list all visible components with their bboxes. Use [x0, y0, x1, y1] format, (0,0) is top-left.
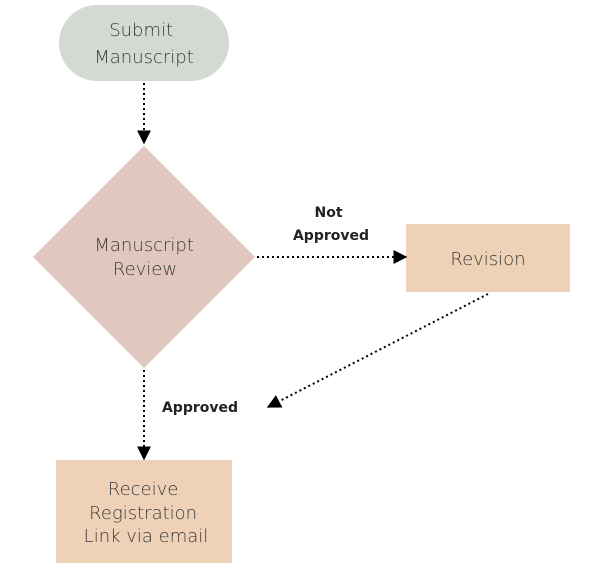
node-revision: Revision — [406, 224, 570, 292]
edge-label-not-approved: Not Approved — [293, 205, 369, 244]
submit-manuscript-line-1: Submit — [109, 20, 173, 41]
svg-text:Manuscript Review: Manuscript Review — [94, 235, 199, 280]
svg-text:Submit Manuscript: Submit Manuscript — [94, 20, 194, 68]
node-manuscript-review: Manuscript Review — [33, 146, 255, 368]
svg-text:Receive Registration: Receive Registration Link via email — [84, 479, 209, 547]
receive-registration-line-1: Receive — [108, 479, 178, 500]
receive-registration-line-3: Link via email — [84, 526, 209, 547]
revision-shape — [406, 224, 570, 292]
not-approved-line-1: Not — [315, 205, 343, 221]
svg-text:Revision: Revision — [450, 249, 525, 270]
edge-label-approved: Approved — [162, 400, 238, 416]
not-approved-line-2: Approved — [293, 228, 369, 244]
edge-revision-to-approved — [266, 293, 489, 408]
submit-manuscript-shape — [59, 5, 229, 81]
manuscript-review-line-2: Review — [113, 259, 177, 280]
revision-line-1: Revision — [450, 249, 525, 270]
manuscript-review-shape — [33, 146, 255, 368]
receive-registration-line-2: Registration — [89, 503, 197, 524]
manuscript-review-line-1: Manuscript — [94, 235, 194, 256]
submit-manuscript-line-2: Manuscript — [94, 47, 194, 68]
node-receive-registration: Receive Registration Link via email — [56, 460, 232, 563]
node-submit-manuscript: Submit Manuscript — [59, 5, 229, 81]
receive-registration-shape — [56, 460, 232, 563]
